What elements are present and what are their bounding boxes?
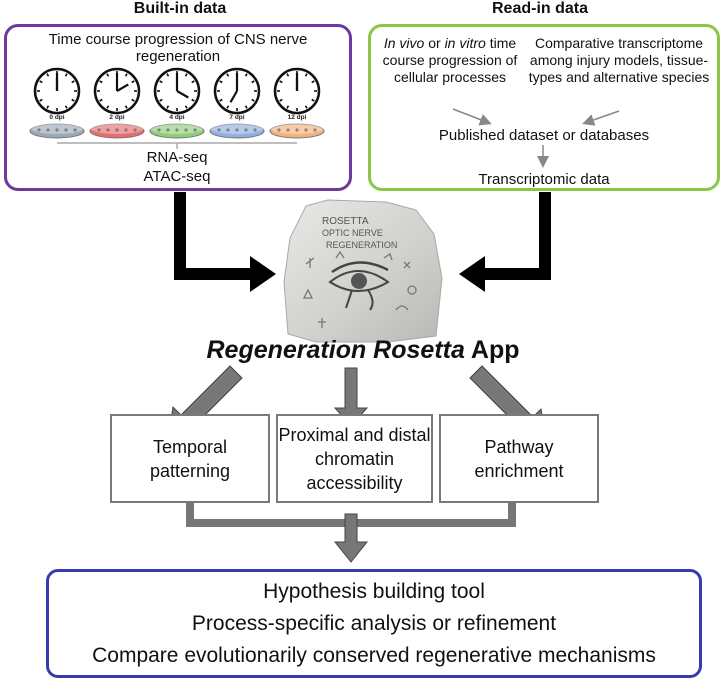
readin-right-text: Comparative transcriptome among injury m…: [528, 35, 710, 85]
arrow-right-to-published: [582, 110, 620, 126]
app-title: Regeneration Rosetta App: [150, 336, 576, 365]
readin-header: Read-in data: [491, 0, 588, 17]
builtin-description: Time course progression of CNS nerve reg…: [48, 31, 308, 65]
culture-dish-icon: [269, 122, 325, 139]
clock-icon: [93, 67, 141, 115]
builtin-data-box: Time course progression of CNS nerve reg…: [4, 24, 352, 191]
app-title-suffix: App: [464, 336, 520, 364]
culture-dish-icon: [29, 122, 85, 139]
culture-dish-icon: [149, 122, 205, 139]
timepoint-label: 4 dpi: [169, 114, 184, 121]
outcome-line-1: Hypothesis building tool: [263, 580, 485, 603]
culture-dish-icon: [209, 122, 265, 139]
readin-left-text: In vivo or in vitro time course progress…: [377, 35, 523, 86]
clock-icon: [273, 67, 321, 115]
app-title-italic: Regeneration Rosetta: [206, 336, 465, 364]
builtin-to-app-arrow: [174, 192, 276, 292]
analysis-label-temporal: Temporal patterning: [149, 436, 231, 481]
analysis-box-pathway: Pathway enrichment: [439, 414, 599, 503]
transcriptomic-data-label: Transcriptomic data: [478, 171, 610, 188]
timepoint-label: 0 dpi: [49, 114, 64, 121]
analysis-label-chromatin: Proximal and distal chromatin accessibil…: [278, 424, 431, 493]
rosetta-stone-image: ROSETTA OPTIC NERVE REGENERATION: [283, 199, 443, 343]
stone-text-line2: OPTIC NERVE: [322, 228, 383, 238]
in-vitro-label: in vitro: [444, 35, 486, 51]
builtin-header: Built-in data: [133, 0, 227, 17]
readin-arrows: [452, 108, 620, 168]
outcomes-box: Hypothesis building tool Process-specifi…: [46, 569, 702, 678]
timepoint-label: 2 dpi: [109, 114, 124, 121]
or-label: or: [424, 35, 445, 51]
clock-icon: [33, 67, 81, 115]
merge-connector: [186, 503, 516, 527]
in-vivo-label: In vivo: [383, 35, 425, 51]
culture-dish-icon: [89, 122, 145, 139]
arrow-left-to-published: [452, 108, 492, 126]
eye-of-horus-icon: [328, 261, 390, 311]
analysis-box-temporal: Temporal patterning: [110, 414, 270, 503]
clock-icon: [153, 67, 201, 115]
outcome-line-3: Compare evolutionarily conserved regener…: [92, 644, 656, 667]
analysis-label-pathway: Pathway enrichment: [474, 436, 564, 481]
stone-text-line1: ROSETTA: [322, 216, 369, 227]
assay-atac-seq: ATAC-seq: [143, 168, 211, 185]
clock-icon: [213, 67, 261, 115]
timecourse-illustration: 0 dpi 2 dpi 4 dpi 7 dpi 12 dpi: [29, 67, 325, 149]
published-datasets-label: Published dataset or databases: [438, 127, 650, 144]
outcome-line-2: Process-specific analysis or refinement: [191, 612, 557, 635]
stone-glyphs: [302, 250, 417, 328]
stone-text-line3: REGENERATION: [326, 240, 397, 250]
analysis-box-chromatin: Proximal and distal chromatin accessibil…: [276, 414, 433, 503]
timepoint-label: 12 dpi: [288, 114, 307, 121]
time-course-label: time course progression of cellular proc…: [382, 35, 518, 85]
assay-rna-seq: RNA-seq: [146, 149, 208, 166]
timepoint-label: 7 dpi: [229, 114, 244, 121]
arrow-to-outcomes: [333, 513, 369, 563]
readin-data-box: In vivo or in vitro time course progress…: [368, 24, 720, 191]
readin-to-app-arrow: [459, 192, 551, 292]
